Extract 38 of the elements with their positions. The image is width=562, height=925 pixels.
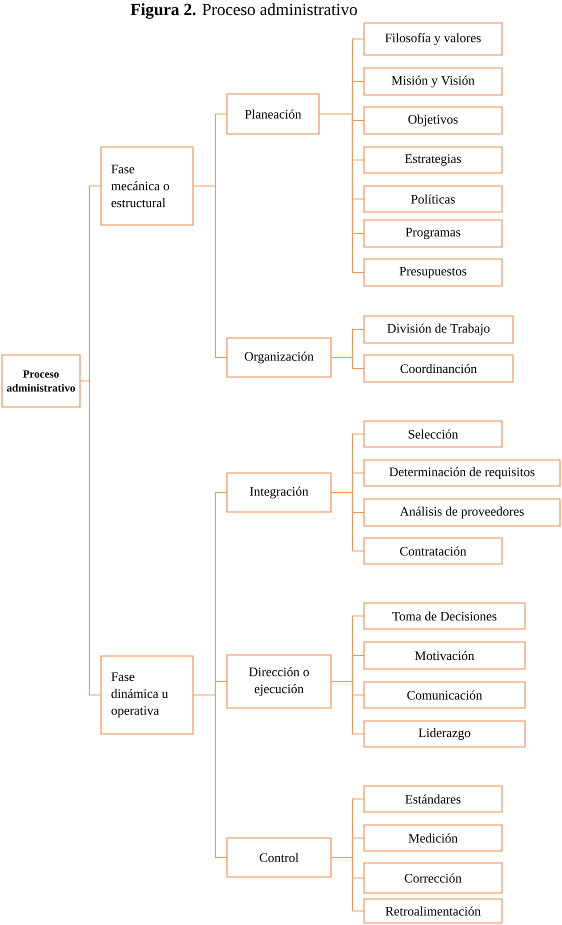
phase-box: Fase mecánica o estructural: [100, 146, 194, 226]
stage-box: Control: [226, 837, 332, 878]
connector: [194, 694, 226, 858]
item-box: Contratación: [363, 537, 503, 565]
item-box: Comunicación: [363, 681, 526, 709]
item-box: Retroalimentación: [363, 898, 503, 924]
connector: [332, 492, 364, 552]
connector: [80, 380, 100, 696]
connector: [332, 680, 364, 735]
connector: [332, 356, 364, 370]
item-box: Medición: [363, 824, 503, 852]
stage-box: Dirección o ejecución: [226, 654, 332, 709]
item-box: Objetivos: [363, 106, 503, 135]
connector: [194, 185, 226, 358]
item-box: Programas: [363, 219, 503, 248]
item-box: Políticas: [363, 185, 503, 213]
stage-box: Organización: [226, 337, 332, 378]
item-box: Motivación: [363, 641, 526, 670]
item-box: Filosofía y valores: [363, 22, 503, 56]
item-box: Misión y Visión: [363, 67, 503, 96]
item-box: Estándares: [363, 785, 503, 813]
item-box: Liderazgo: [363, 720, 526, 748]
connector: [332, 856, 364, 912]
stage-box: Planeación: [226, 93, 320, 135]
item-box: Toma de Decisiones: [363, 602, 526, 630]
item-box: Corrección: [363, 862, 503, 894]
stage-box: Integración: [226, 472, 332, 513]
item-box: Presupuestos: [363, 258, 503, 287]
phase-box: Fase dinámica u operativa: [100, 655, 194, 735]
item-box: Análisis de proveedores: [363, 498, 561, 527]
item-box: Selección: [363, 420, 503, 448]
item-box: Determinación de requisitos: [363, 459, 561, 487]
item-box: Estrategias: [363, 146, 503, 174]
title: Figura 2. Proceso administrativo: [130, 3, 357, 19]
connector: [320, 113, 364, 274]
item-box: Coordinanción: [363, 354, 514, 383]
root-box: Proceso administrativo: [1, 354, 81, 408]
item-box: División de Trabajo: [363, 315, 514, 344]
